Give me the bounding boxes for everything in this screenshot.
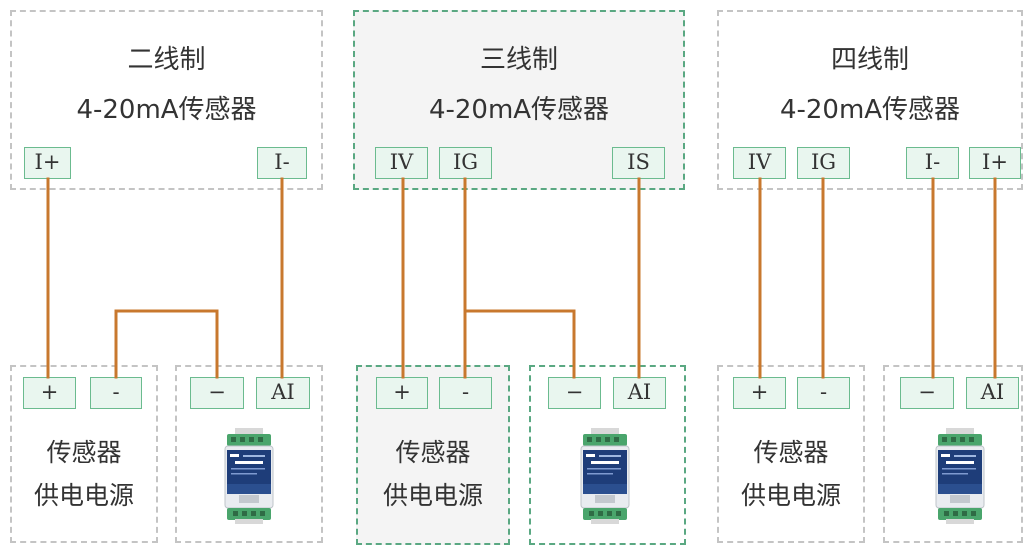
acquisition-module-image-2 [580, 428, 630, 524]
module-3-minus-terminal: − [900, 377, 954, 409]
power-supply-2-minus-terminal: - [439, 377, 492, 409]
power-supply-1-plus-terminal: + [23, 377, 76, 409]
two-wire-title-line1: 二线制 [127, 45, 206, 75]
power-supply-3-line1: 传感器 [753, 438, 829, 467]
wire-ig-to-module-minus [463, 309, 576, 379]
three-wire-terminal-is: IS [612, 147, 665, 179]
wire-supply-minus-to-module-minus [114, 309, 219, 379]
module-2-ai-terminal: AI [613, 377, 666, 409]
four-wire-title-line2: 4-20mA传感器 [779, 95, 961, 125]
power-supply-box-1: 传感器 供电电源 [10, 365, 158, 543]
two-wire-title-line2: 4-20mA传感器 [76, 95, 257, 125]
module-1-ai-terminal: AI [256, 377, 310, 409]
four-wire-terminal-ig: IG [797, 147, 850, 179]
power-supply-3-minus-terminal: - [797, 377, 850, 409]
three-wire-title-line1: 三线制 [479, 45, 558, 75]
power-supply-2-line2: 供电电源 [382, 481, 483, 510]
three-wire-terminal-iv: IV [375, 147, 428, 179]
power-supply-2-line1: 传感器 [395, 438, 471, 467]
three-wire-terminal-ig: IG [439, 147, 492, 179]
three-wire-title-line2: 4-20mA传感器 [428, 95, 610, 125]
two-wire-terminal-i-plus: I+ [24, 147, 71, 179]
four-wire-terminal-i-minus: I- [906, 147, 959, 179]
acquisition-module-image-1 [224, 428, 274, 524]
acquisition-module-image-3 [935, 428, 985, 524]
power-supply-3-line2: 供电电源 [740, 481, 841, 510]
module-3-ai-terminal: AI [966, 377, 1019, 409]
power-supply-2-plus-terminal: + [376, 377, 428, 409]
power-supply-3-plus-terminal: + [733, 377, 786, 409]
power-supply-1-line2: 供电电源 [33, 481, 134, 510]
power-supply-1-line1: 传感器 [46, 438, 122, 467]
four-wire-title-line1: 四线制 [830, 45, 909, 75]
